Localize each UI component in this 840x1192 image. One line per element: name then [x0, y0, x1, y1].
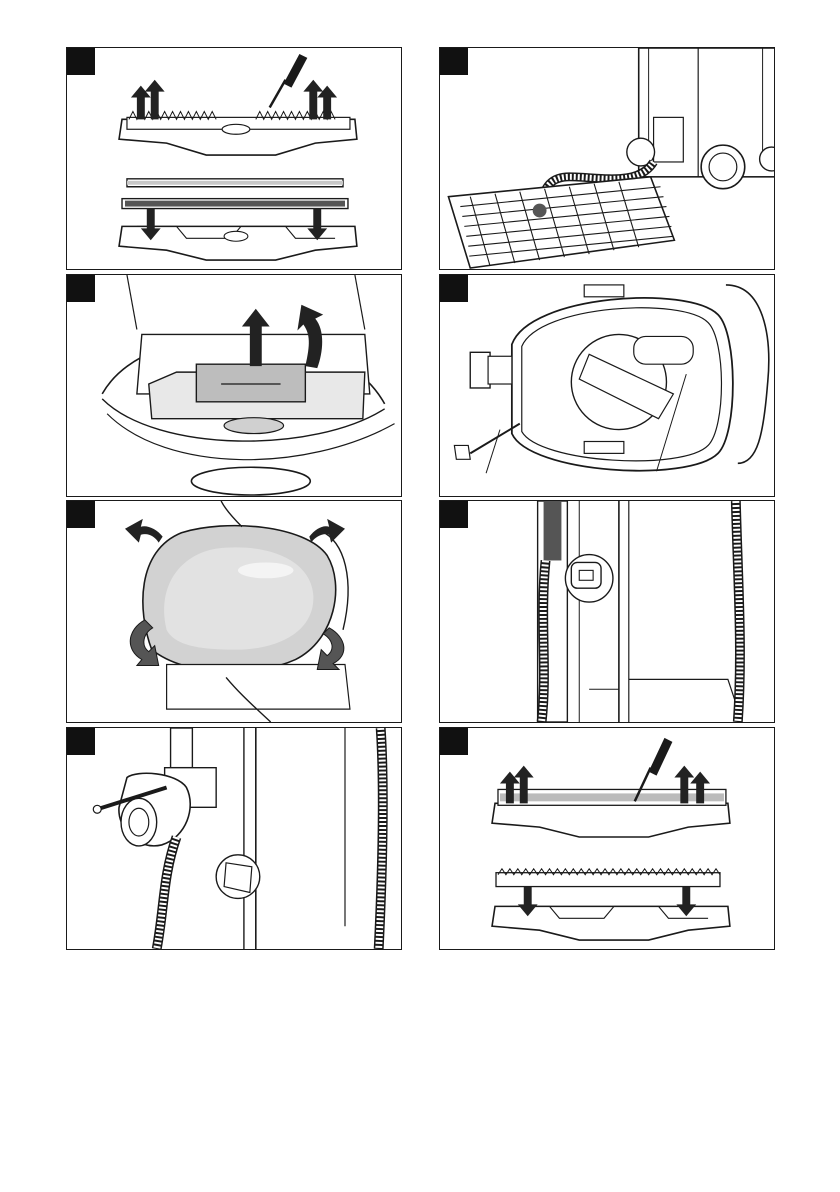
vacuum-grating-illustration — [440, 48, 774, 269]
figure-panel-4 — [439, 274, 775, 497]
figure-panel-7 — [66, 727, 402, 950]
figure-panel-6 — [439, 500, 775, 723]
filter-bag-illustration — [67, 501, 401, 722]
figure-panel-3 — [66, 274, 402, 497]
nozzle-strip-replacement-illustration — [440, 728, 774, 949]
figure-panel-8 — [439, 727, 775, 950]
nozzle-brush-strip-illustration — [67, 48, 401, 269]
figure-panel-1 — [66, 47, 402, 270]
figure-panel-2 — [439, 47, 775, 270]
figure-panel-5 — [66, 500, 402, 723]
drain-valve-illustration — [67, 728, 401, 949]
filter-cassette-illustration — [67, 275, 401, 496]
drain-plug-illustration — [440, 501, 774, 722]
motor-head-illustration — [440, 275, 774, 496]
